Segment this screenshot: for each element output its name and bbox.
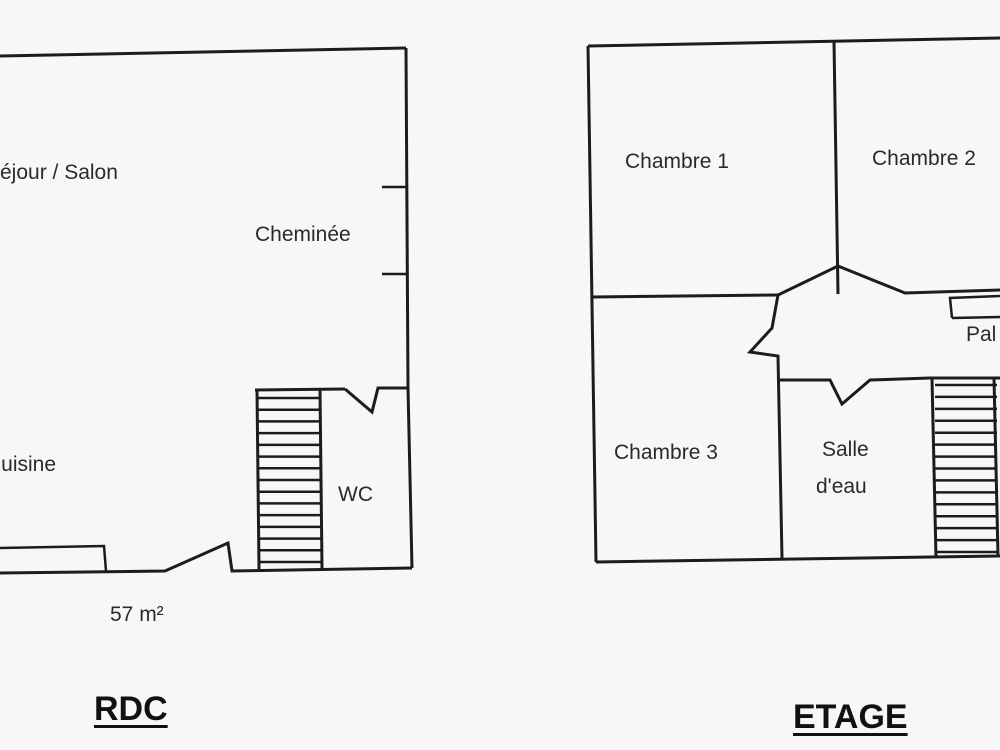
- room-label-fireplace: Cheminée: [255, 223, 351, 246]
- room-label-landing: Pal: [966, 323, 997, 346]
- upper-floor-walls: [586, 36, 1000, 564]
- room-label-kitchen: Cuisine: [0, 453, 57, 476]
- room-label-shower-line-1: Salle: [822, 438, 869, 461]
- floor-area: 57 m²: [110, 603, 164, 626]
- room-label-bedroom-3: Chambre 3: [614, 441, 718, 464]
- room-label-bedroom-1: Chambre 1: [625, 150, 729, 173]
- room-label-wc: WC: [338, 483, 373, 506]
- room-label-bedroom-2: Chambre 2: [872, 147, 976, 170]
- room-label-shower-line-2: d'eau: [816, 475, 867, 498]
- upper-floor-title: ETAGE: [793, 698, 908, 736]
- upper-floor-stairs: [935, 383, 997, 554]
- room-label-living: éjour / Salon: [0, 161, 118, 184]
- ground-floor-title: RDC: [94, 690, 168, 728]
- ground-floor-stairs: [258, 396, 321, 564]
